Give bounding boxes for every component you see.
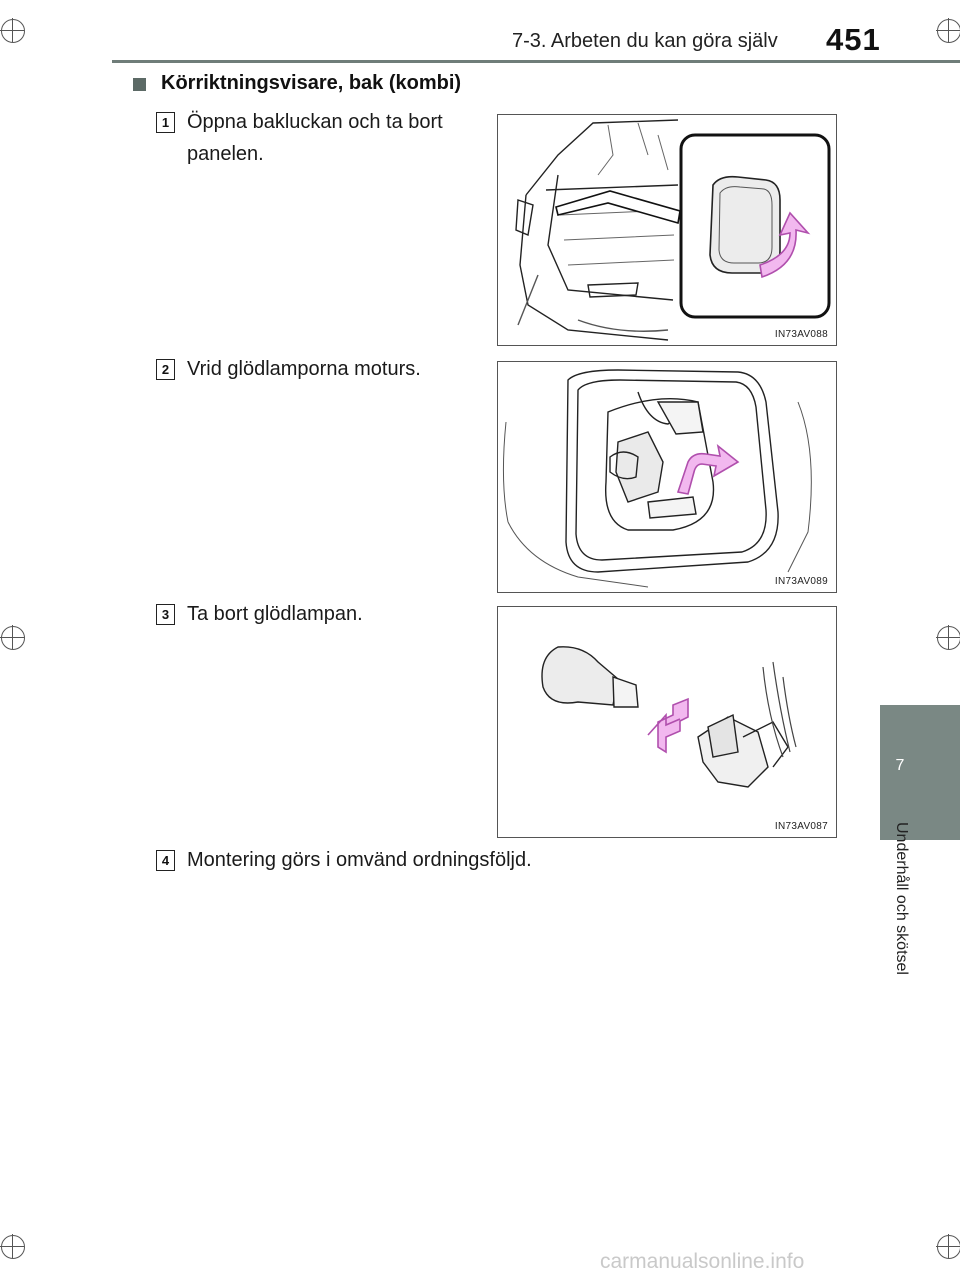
step-number-badge: 1 [156, 112, 175, 133]
crop-mark [937, 19, 960, 43]
header-rule [112, 60, 960, 63]
figure-code: IN73AV089 [774, 576, 828, 587]
figure-turn-bulbs: IN73AV089 [497, 361, 837, 593]
tailgate-illustration [515, 119, 831, 341]
step-4-text: Montering görs i omvänd ordningsföljd. [187, 849, 532, 871]
watermark: carmanualsonline.info [600, 1250, 805, 1273]
bulb-removal-illustration [541, 646, 797, 788]
chapter-tab [880, 705, 960, 840]
figure-code: IN73AV088 [774, 329, 828, 340]
crop-mark [937, 1235, 960, 1259]
crop-mark [937, 626, 960, 650]
step-number-badge: 4 [156, 850, 175, 871]
section-title: Körriktningsvisare, bak (kombi) [161, 72, 462, 94]
step-2-text: Vrid glödlamporna moturs. [187, 358, 421, 380]
step-3-text: Ta bort glödlampan. [187, 603, 363, 625]
bulb-socket-illustration [502, 369, 812, 588]
figure-remove-bulb: IN73AV087 [497, 606, 837, 838]
chapter-tab-number: 7 [895, 757, 905, 774]
crop-mark [1, 1235, 25, 1259]
figure-open-tailgate: IN73AV088 [497, 114, 837, 346]
figure-code: IN73AV087 [774, 821, 828, 832]
chapter-title: 7-3. Arbeten du kan göra själv [512, 30, 778, 52]
step-number-badge: 2 [156, 359, 175, 380]
crop-mark [1, 19, 25, 43]
section-bullet-icon [133, 78, 146, 91]
step-1-text: Öppna bakluckan och ta bort panelen. [187, 111, 443, 165]
page-number: 451 [826, 22, 881, 57]
chapter-tab-label: Underhåll och skötsel [893, 822, 910, 975]
crop-mark [1, 626, 25, 650]
step-number-badge: 3 [156, 604, 175, 625]
